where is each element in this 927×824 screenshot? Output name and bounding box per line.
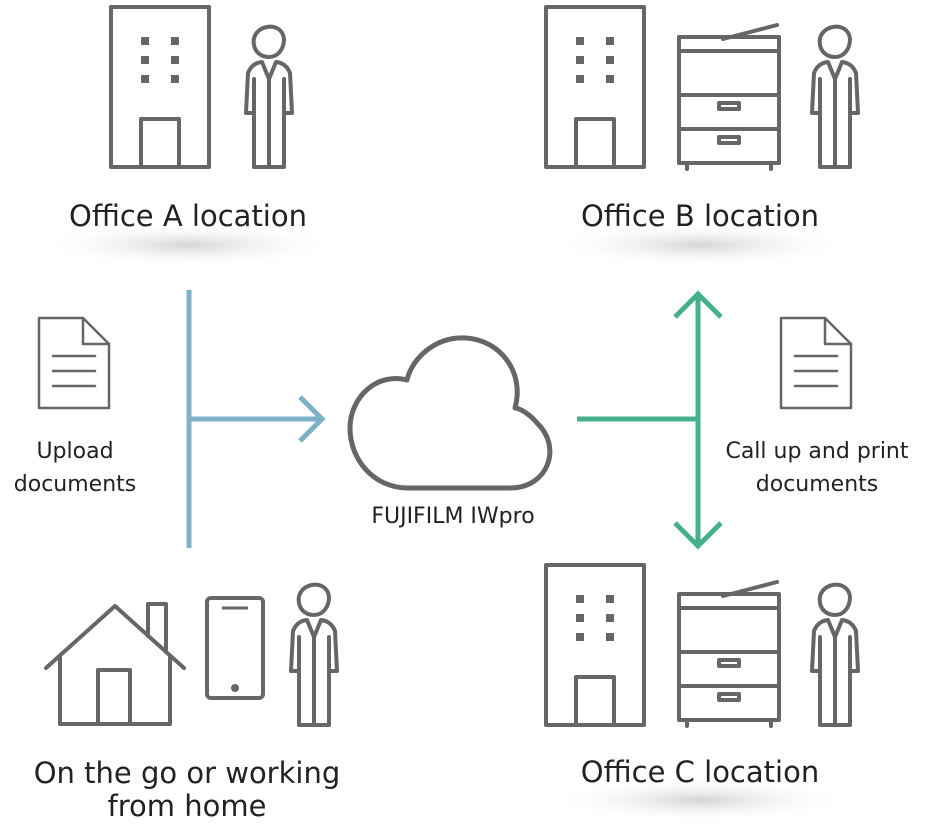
person-icon: [810, 582, 860, 727]
printer-icon: [677, 580, 781, 728]
office-c-shadow: [550, 778, 850, 822]
document-icon: [37, 316, 111, 410]
office-a-label: Office A location: [69, 199, 307, 233]
office-a-shadow: [38, 223, 338, 267]
building-icon: [544, 5, 646, 169]
building-icon: [109, 5, 211, 169]
cloud-label: FUJIFILM IWpro: [371, 504, 535, 529]
upload-label-line-2: documents: [13, 472, 137, 497]
building-icon: [544, 563, 646, 727]
office-c-label: Office C location: [580, 755, 820, 789]
home-label-line-2: from home: [107, 789, 267, 823]
print-label-line-2: documents: [755, 472, 879, 497]
document-icon: [779, 316, 853, 410]
cloud-icon: [347, 335, 553, 491]
print-label-line-1: Call up and print: [725, 439, 909, 464]
upload-flow-arrow: [186, 290, 326, 548]
home-label-line-1: On the go or working: [33, 756, 341, 790]
upload-label-line-1: Upload: [36, 439, 114, 464]
office-b-label: Office B location: [580, 199, 820, 233]
house-icon: [44, 602, 186, 726]
person-icon: [810, 24, 860, 169]
office-b-shadow: [550, 223, 850, 267]
smartphone-icon: [205, 596, 265, 700]
print-flow-arrow: [577, 290, 723, 550]
person-icon: [289, 582, 339, 727]
printer-icon: [677, 23, 781, 171]
person-icon: [244, 24, 294, 169]
